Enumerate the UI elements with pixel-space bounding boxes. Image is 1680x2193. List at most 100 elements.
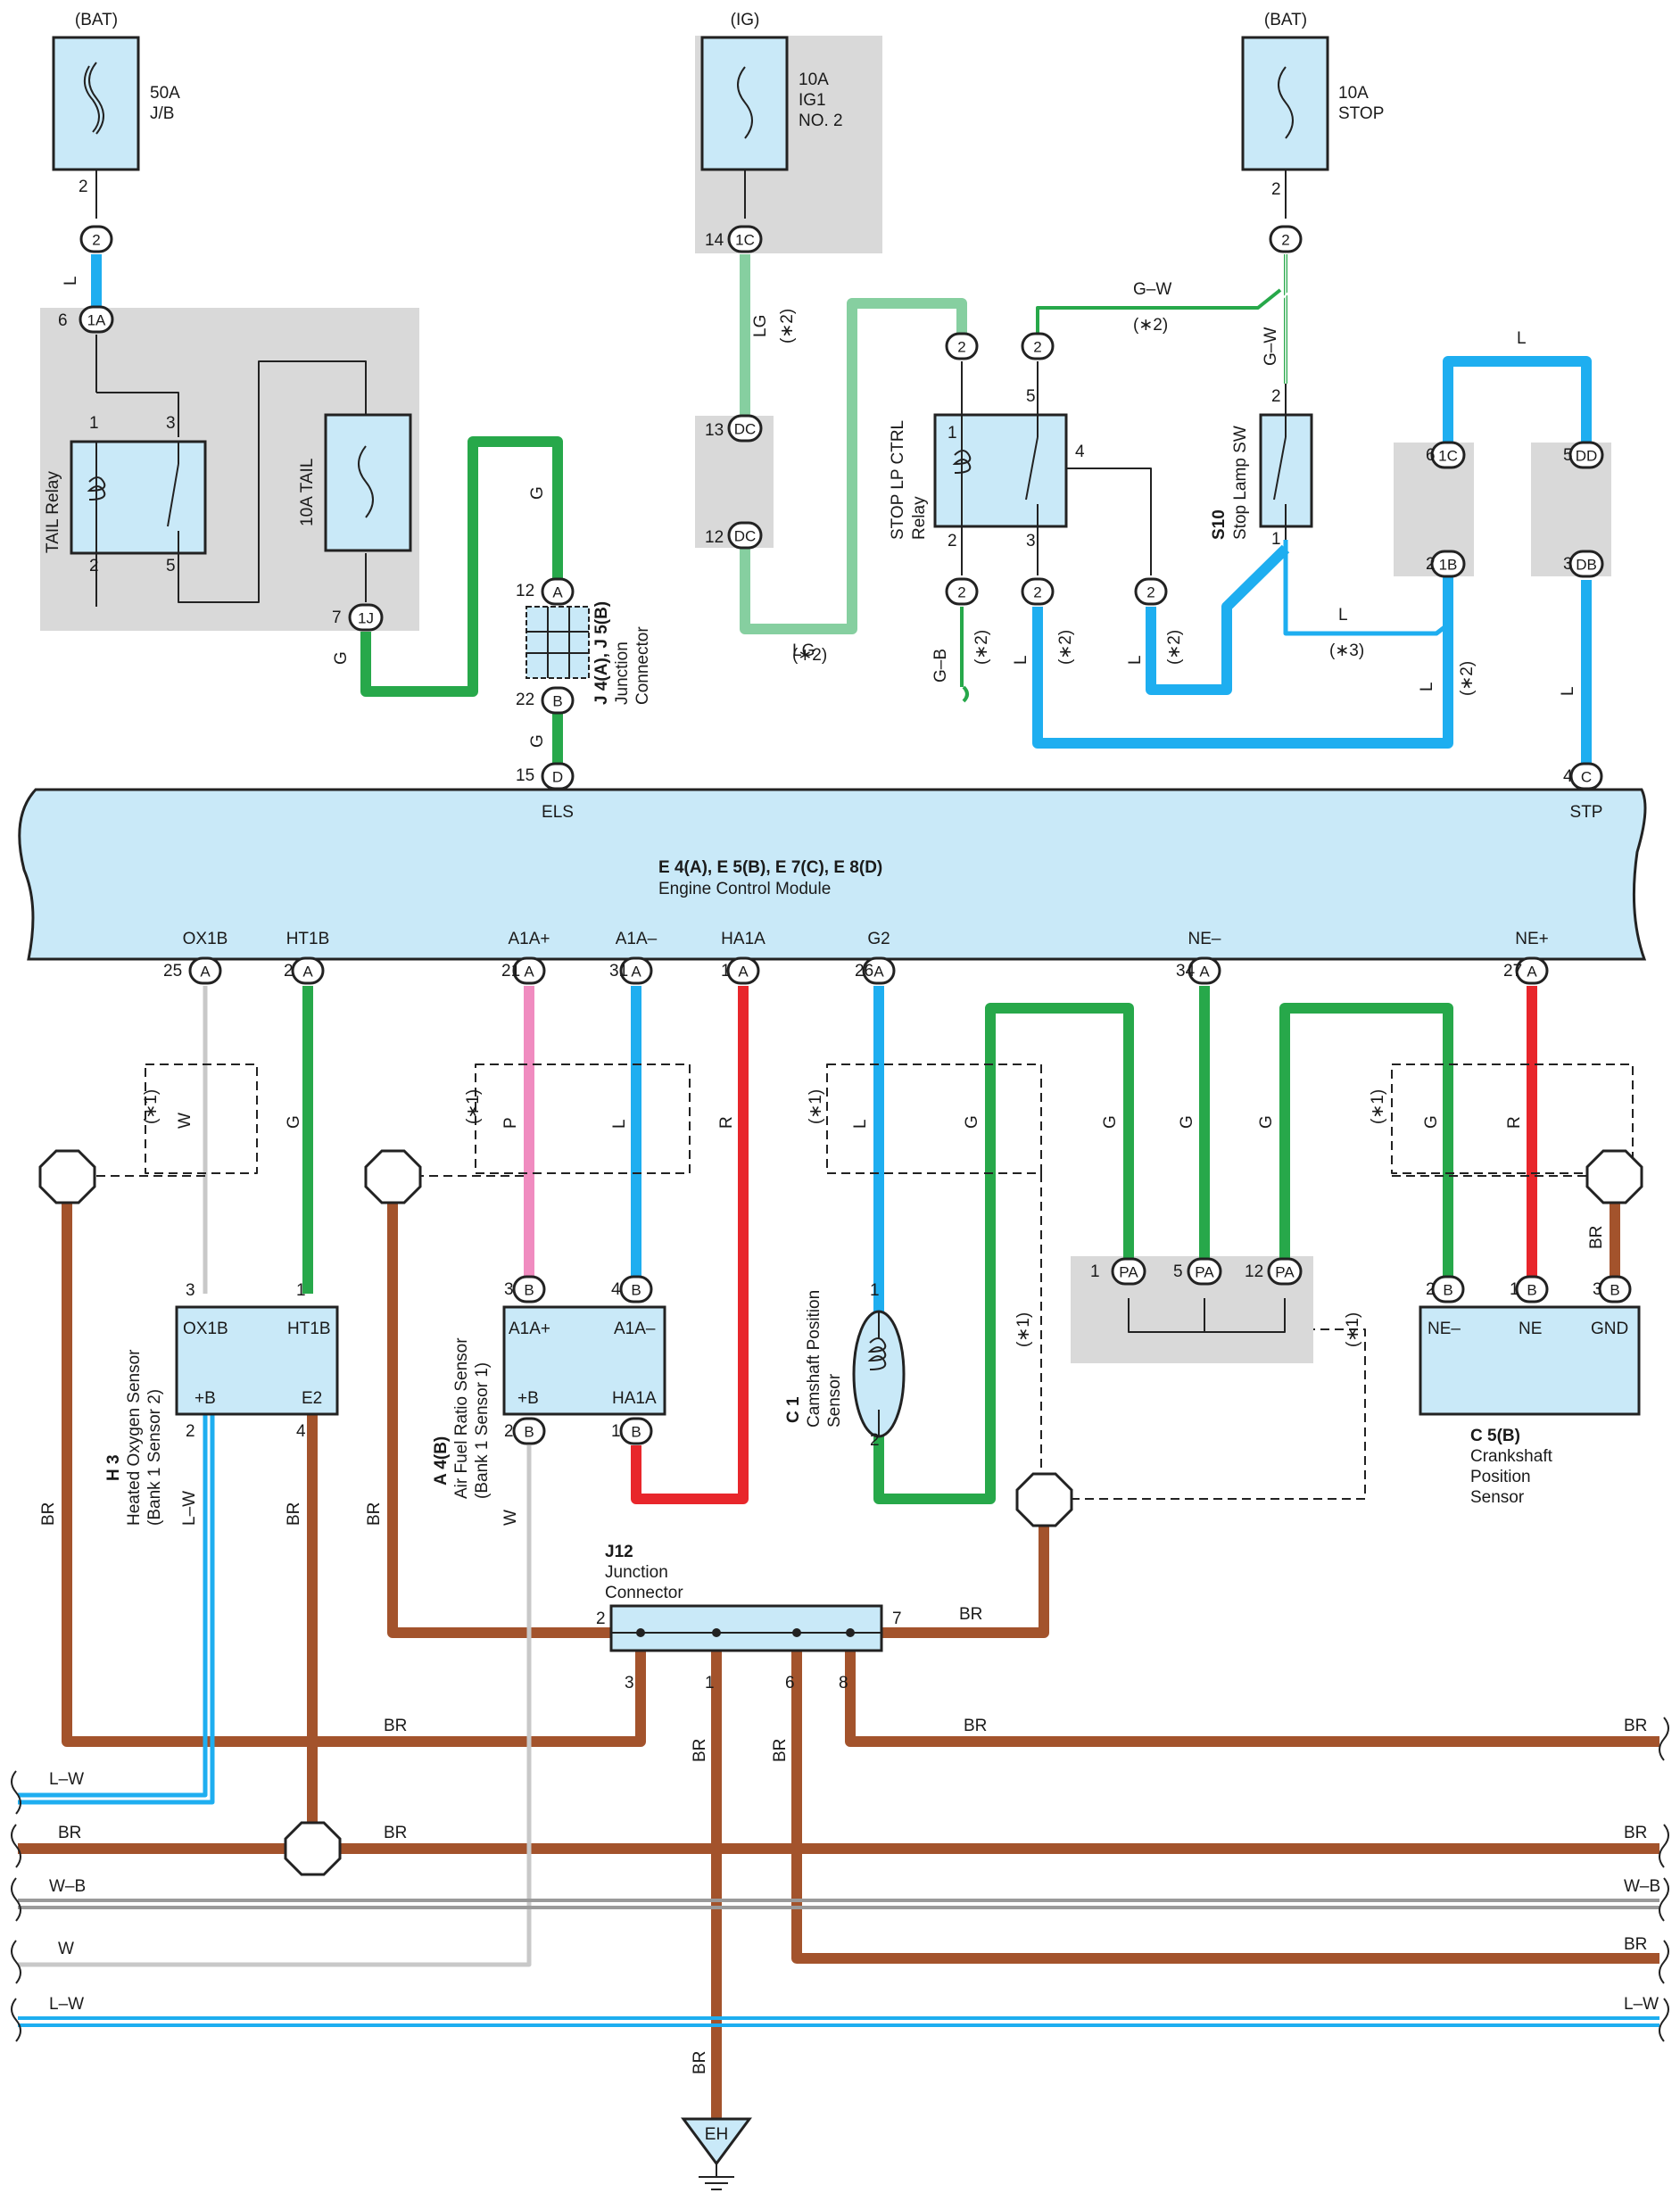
connector-pin: 1B — [1430, 550, 1466, 578]
wire-l-stp-2 — [1146, 544, 1290, 695]
wire-color-label: (∗2) — [972, 630, 991, 665]
fuse-ig1-c: NO. 2 — [799, 112, 843, 130]
h3-id: H 3 — [104, 1454, 123, 1481]
gray-panels — [40, 36, 1611, 1363]
connector-label: B — [524, 1424, 534, 1441]
connector-pin: PA — [1187, 1257, 1222, 1286]
connector-label: A — [1527, 964, 1537, 981]
tail-relay-label: TAIL Relay — [44, 471, 62, 553]
a4-pin-a1a-plus: A1A+ — [509, 1320, 550, 1338]
connector-pin: A — [188, 956, 222, 985]
wire-color-label: L–W — [1624, 1995, 1659, 2014]
fuse-stop-a: 10A — [1338, 84, 1369, 103]
wire-color-label: (∗1) — [807, 1089, 825, 1124]
a4-pin-b: +B — [517, 1389, 539, 1408]
wire-br-h3-shield — [62, 1200, 646, 1747]
wire-color-label: (∗2) — [1458, 661, 1477, 696]
wire-color-label: BR — [58, 1824, 81, 1842]
stop-sw-id: S10 — [1210, 509, 1229, 540]
a4-pin-a1a-minus: A1A– — [614, 1320, 656, 1338]
pin-number: 3 — [1026, 532, 1036, 550]
ig-label: (IG) — [731, 11, 760, 29]
pin-number: 14 — [705, 231, 724, 250]
connector-label: A — [1199, 964, 1210, 981]
wire-color-label: L–W — [180, 1491, 199, 1526]
fuse-50a-label: 50A — [150, 84, 180, 103]
wire-color-label: L — [1338, 606, 1348, 625]
pin-number: 2 — [79, 178, 88, 196]
connector-label: 1C — [1438, 448, 1458, 465]
pin-number: 21 — [501, 962, 520, 981]
wire-color-label: (∗2) — [1056, 630, 1075, 665]
ecm-pin-g2: G2 — [867, 930, 890, 948]
pin-number: 6 — [785, 1674, 795, 1692]
j12-a: Junction — [605, 1563, 668, 1582]
pin-number: 2 — [186, 1422, 195, 1441]
connector-label: B — [524, 1282, 534, 1299]
pin-number: 2 — [1426, 1280, 1436, 1299]
connector-label: 2 — [1146, 584, 1154, 601]
wire-color-label: (∗2) — [792, 646, 827, 665]
wire-relay-leads — [961, 361, 1039, 575]
connector-label: 2 — [1033, 584, 1041, 601]
a4-sensor-box — [502, 1305, 666, 1416]
tail-fuse-label: 10A TAIL — [298, 459, 317, 526]
ecm-els-pin: ELS — [542, 803, 574, 822]
wire-color-label: W — [176, 1113, 194, 1129]
wire-color-label: G — [1257, 1115, 1276, 1129]
j12-b: Connector — [605, 1584, 683, 1602]
bat-left-label: (BAT) — [75, 11, 118, 29]
connector-pin: B — [1431, 1275, 1465, 1303]
wire-pa-link — [1128, 1298, 1286, 1333]
connector-pin: DD — [1568, 441, 1604, 469]
connector-label: A — [524, 964, 534, 981]
connector-pin: 2 — [945, 577, 979, 606]
wire-color-label: BR — [1587, 1226, 1606, 1249]
connector-label: A — [302, 964, 313, 981]
wire-color-label: (∗2) — [1133, 316, 1168, 335]
j12-junction-box — [609, 1604, 883, 1652]
connector-pin: DC — [727, 414, 763, 443]
wire-color-label: L — [1418, 682, 1436, 691]
fuse-50a-loc: J/B — [150, 104, 174, 123]
pin-number: 2 — [870, 1431, 880, 1450]
pin-number: 2 — [1426, 555, 1436, 574]
wire-g-cam — [873, 1003, 1134, 1504]
splice-octagon-icon — [284, 1821, 342, 1876]
wire-color-label: G — [528, 486, 547, 500]
connector-label: DC — [734, 421, 757, 438]
h3-pin-e2: E2 — [302, 1389, 322, 1408]
j45-a: Junction — [613, 641, 632, 705]
wire-color-label: BR — [964, 1717, 987, 1735]
connector-label: DD — [1576, 448, 1598, 465]
break-marks — [11, 1717, 1669, 2042]
wire-lw-h3 — [18, 1414, 208, 1798]
pin-number: 1 — [1090, 1262, 1100, 1281]
j45-b: Connector — [633, 626, 652, 705]
wire-color-label: (∗3) — [1329, 641, 1364, 660]
wire-color-label: P — [501, 1117, 520, 1129]
pin-number: 4 — [611, 1280, 621, 1299]
connector-pin: 2 — [1021, 577, 1055, 606]
wire-color-label: G — [285, 1115, 303, 1129]
wire-lg-2 — [740, 298, 967, 634]
cam-coil-icon — [867, 1312, 887, 1436]
h3-pin-ht1b: HT1B — [287, 1320, 331, 1338]
wire-color-label: (∗1) — [1369, 1089, 1387, 1124]
wire-color-label: BR — [771, 1739, 790, 1762]
fuse-50a-icon — [83, 62, 104, 135]
relay-coil-icon-2 — [952, 415, 972, 526]
c5-sensor-box — [1419, 1305, 1641, 1416]
wire-color-label: L — [62, 276, 80, 286]
connector-label: 2 — [1033, 339, 1041, 356]
ecm-pin-ht1b: HT1B — [286, 930, 330, 948]
wire-color-label: W–B — [1624, 1877, 1660, 1896]
c5-pin-ne: NE — [1519, 1320, 1542, 1338]
ecm-body — [18, 788, 1647, 961]
wire-r-ha1a — [631, 986, 749, 1504]
wire-color-label: (∗1) — [464, 1089, 483, 1124]
pin-number: 31 — [609, 962, 628, 981]
ecm-pin-ne-minus: NE– — [1188, 930, 1221, 948]
connector-pin: 2 — [79, 225, 113, 253]
